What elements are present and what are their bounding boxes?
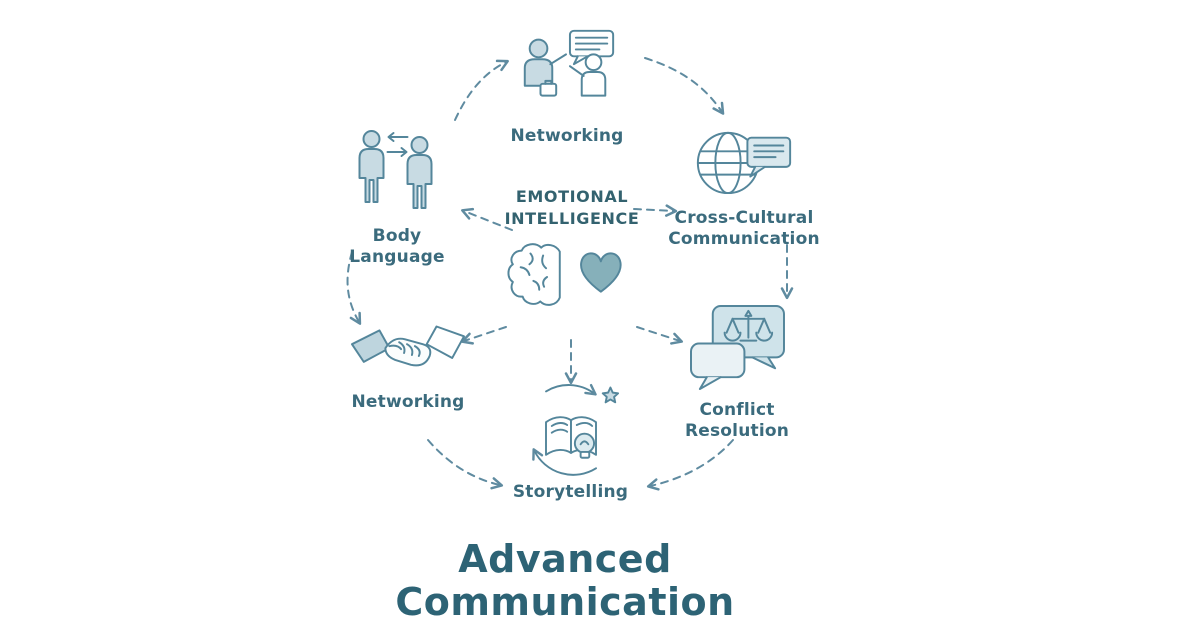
- diagram-title: Advanced Communication: [355, 538, 775, 623]
- center-label: EMOTIONAL INTELLIGENCE: [505, 186, 640, 229]
- arrow-networking-to-crosscultural: [644, 57, 725, 115]
- arrow-center-to-crosscultural: [633, 204, 678, 217]
- node-cross-cultural: Cross-Cultural Communication: [660, 122, 828, 251]
- book-lightbulb-star-icon: [516, 376, 626, 476]
- title-line1: Advanced: [458, 537, 672, 581]
- node-label: Storytelling: [512, 482, 629, 502]
- title-line2: Communication: [395, 579, 735, 624]
- cross-cultural-label-line2: Communication: [668, 229, 820, 250]
- arrow-center-to-conflict: [636, 326, 684, 345]
- node-label: Body Language: [349, 226, 445, 268]
- cross-cultural-label-line1: Cross-Cultural: [674, 208, 814, 228]
- center-label-line1: EMOTIONAL: [515, 187, 629, 206]
- center-label-line2: INTELLIGENCE: [504, 208, 640, 228]
- speech-bubbles-scale-icon: [685, 302, 789, 394]
- arrow-bodylanguage-to-networking: [454, 59, 509, 121]
- arrow-center-to-bodylanguage: [461, 207, 513, 231]
- globe-speech-bubble-icon: [693, 122, 795, 202]
- node-label: Networking: [351, 392, 465, 412]
- handshake-icon: [350, 324, 466, 386]
- node-conflict-resolution: Conflict Resolution: [652, 302, 822, 443]
- node-label: Conflict Resolution: [684, 400, 790, 442]
- arrow-conflict-to-storytelling: [646, 439, 734, 491]
- node-body-language: Body Language: [322, 128, 472, 269]
- node-networking-left: Networking: [328, 324, 488, 413]
- node-networking-top: Networking: [492, 28, 642, 147]
- arrow-bodylanguage-to-networkingleft: [346, 251, 362, 325]
- node-label: Networking: [510, 126, 624, 146]
- arrow-center-to-networkingleft: [460, 326, 507, 345]
- brain-heart-icon: [506, 241, 638, 313]
- two-figures-icon: [349, 128, 445, 220]
- node-storytelling: Storytelling: [498, 376, 643, 503]
- node-label: Cross-Cultural Communication: [668, 208, 820, 251]
- arrow-networkingleft-to-storytelling: [427, 439, 504, 490]
- node-emotional-intelligence: EMOTIONAL INTELLIGENCE: [492, 186, 652, 313]
- people-conversation-icon: [513, 28, 621, 120]
